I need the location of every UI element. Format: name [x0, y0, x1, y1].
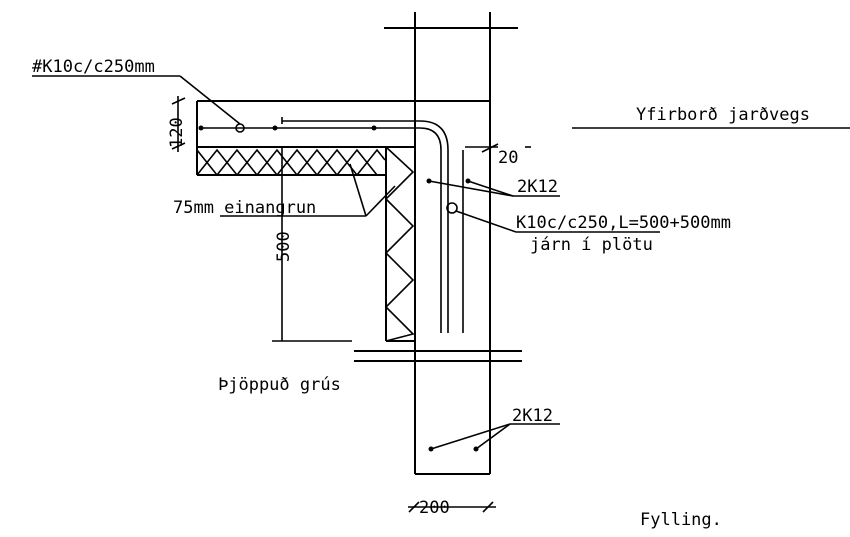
depth-500-label: 500 — [274, 231, 294, 262]
foundation-wall — [354, 12, 522, 475]
top-reinforcement-label: #K10c/c250mm — [32, 57, 155, 77]
insulation-horizontal — [196, 147, 386, 177]
surface-label: Yfirborð jarðvegs — [636, 105, 810, 125]
insulation-label: 75mm einangrun — [173, 198, 316, 218]
gravel-label: Þjöppuð grús — [218, 375, 341, 395]
dowel-bars-label: K10c/c250,L=500+500mm — [516, 213, 731, 233]
rebar-dot — [272, 125, 278, 131]
dimension-120 — [171, 96, 186, 152]
lower-bars-label: 2K12 — [512, 406, 553, 426]
fill-label: Fylling. — [640, 510, 722, 530]
insulation-vertical — [384, 146, 415, 342]
floor-slab — [196, 100, 491, 333]
dowel-bar-circle — [446, 202, 458, 214]
upper-bars-label: 2K12 — [517, 177, 558, 197]
dowel-note-label: járn í plötu — [530, 235, 653, 255]
rebar-dot — [371, 125, 377, 131]
offset-20-label: 20 — [498, 148, 518, 168]
dimension-500 — [272, 147, 352, 342]
rebar-dot — [198, 125, 204, 131]
width-200-label: 200 — [419, 498, 450, 518]
dimension-200 — [408, 501, 496, 513]
slab-thickness-label: 120 — [167, 117, 187, 148]
leader-lines — [32, 75, 850, 450]
